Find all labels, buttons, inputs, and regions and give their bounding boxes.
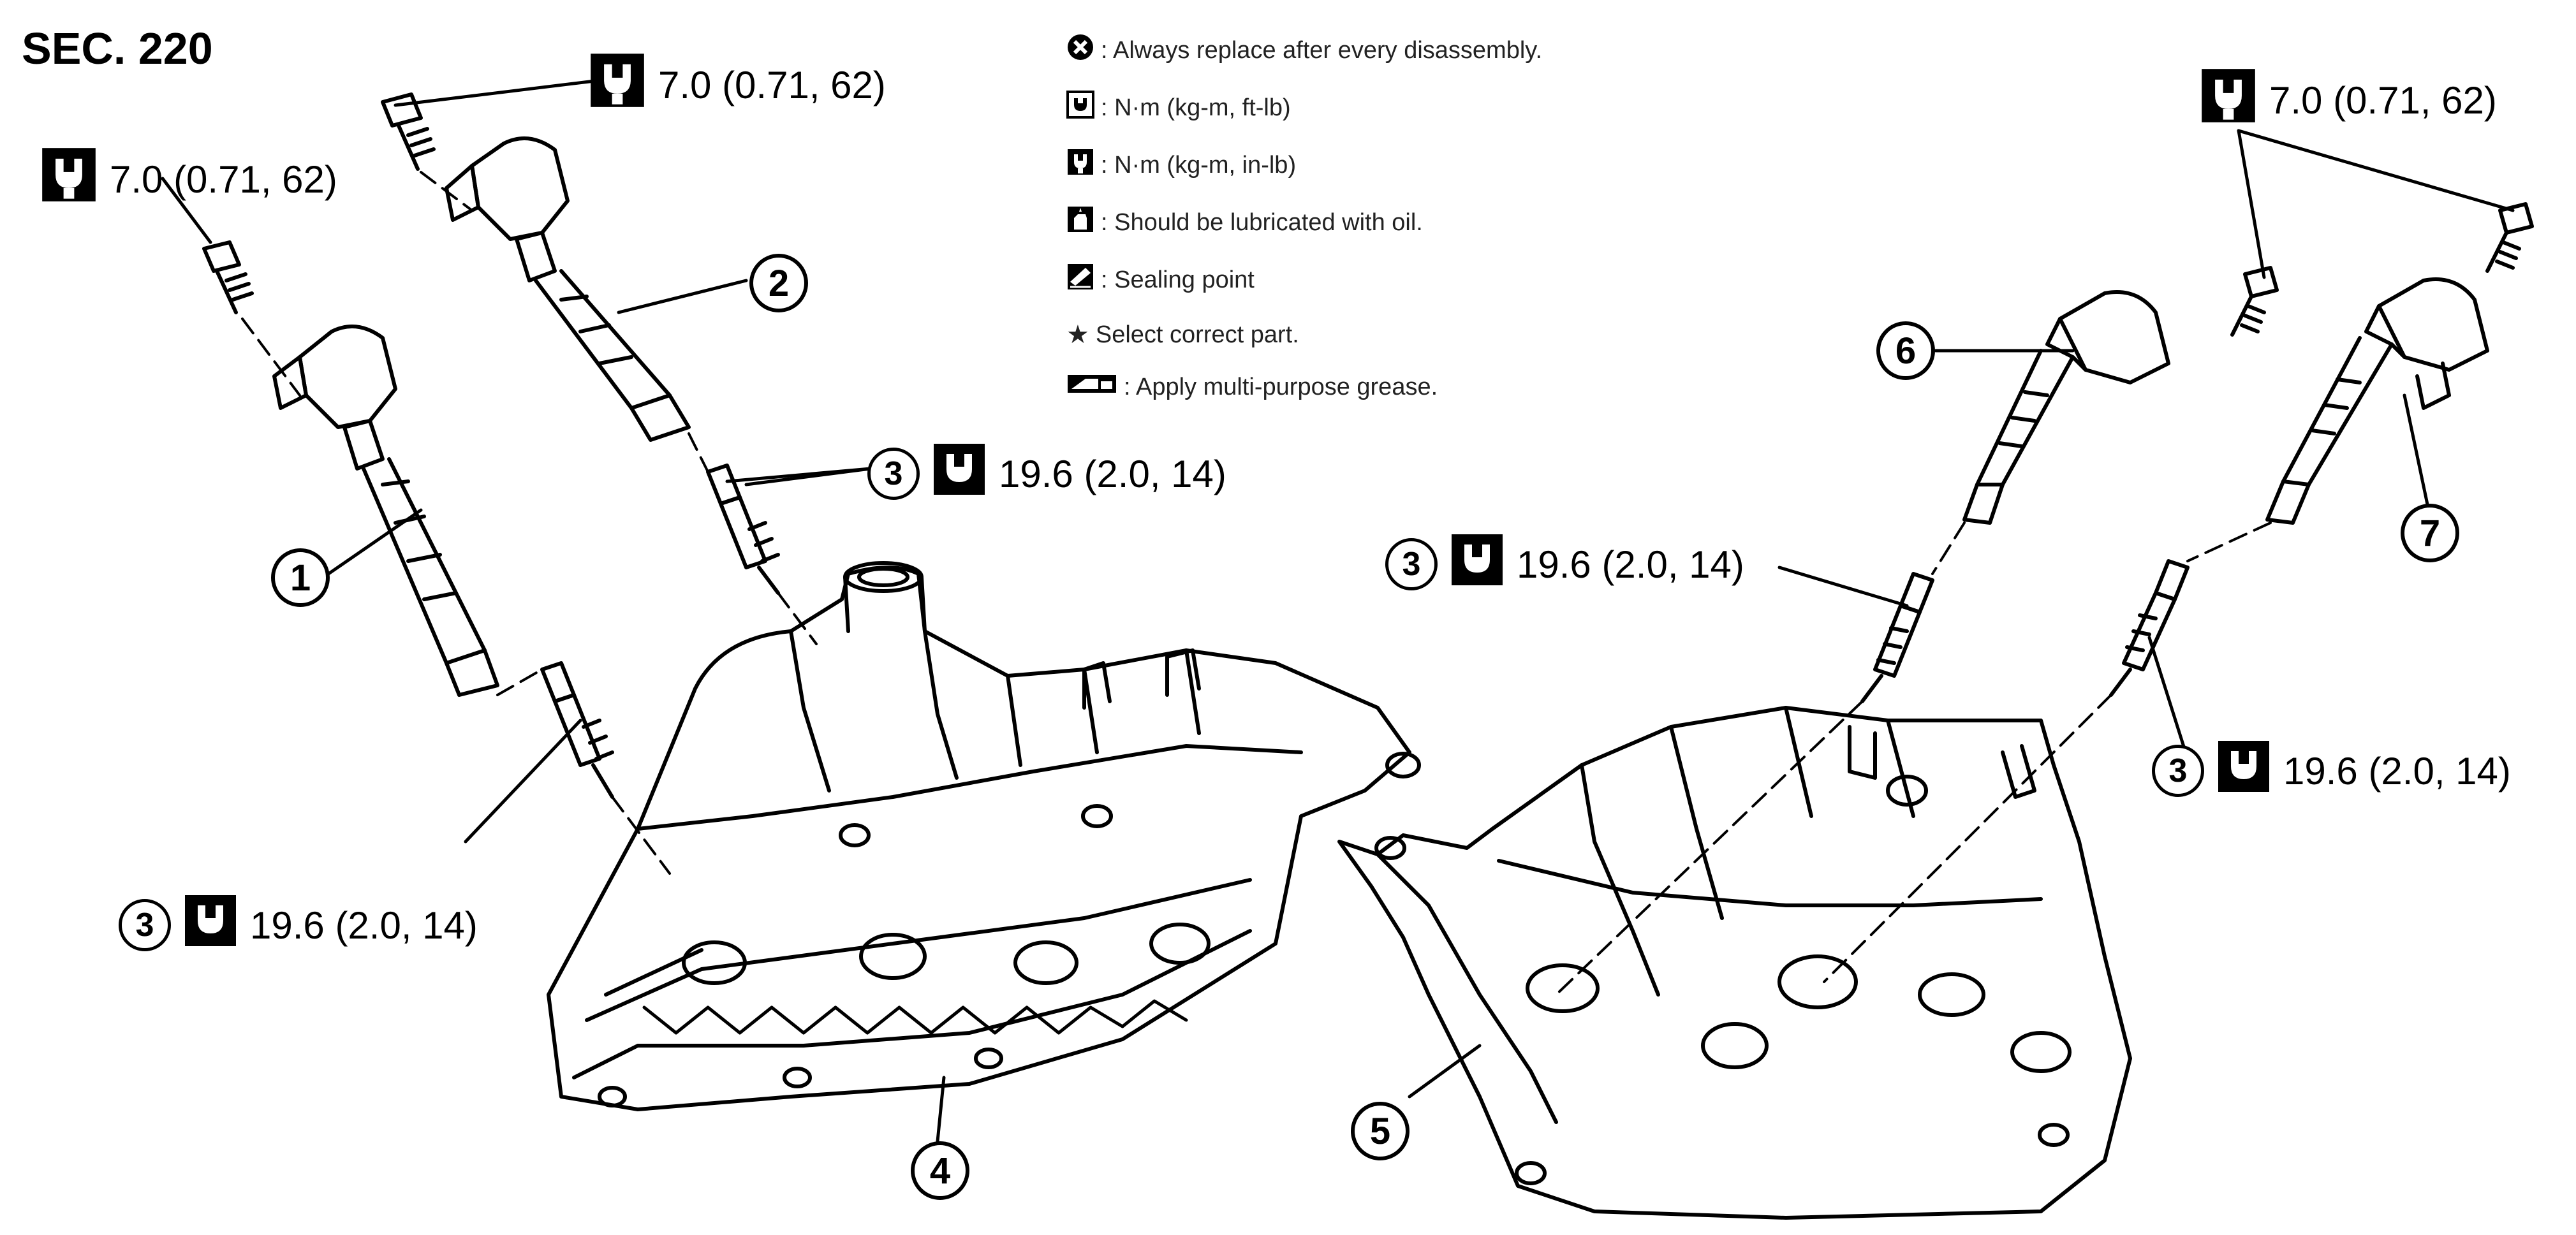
bolt-2 (381, 92, 436, 171)
leader-lines (161, 75, 2515, 1143)
oil-can-icon (1066, 205, 1094, 240)
callout-2: 2 (749, 254, 808, 312)
torque-value: 19.6 (2.0, 14) (2283, 749, 2511, 793)
star-icon: ★ (1066, 321, 1089, 349)
torque-inlb-icon (40, 145, 98, 213)
legend-text: : N·m (kg-m, in-lb) (1101, 151, 1297, 179)
torque-ftlb-icon (931, 441, 987, 506)
legend-text: : Always replace after every disassembly… (1101, 36, 1543, 64)
spark-plug-left-2 (706, 464, 780, 595)
spark-plug-left-1 (540, 661, 614, 799)
legend-item: ★ Select correct part. (1066, 320, 1542, 349)
torque-ftlb-icon (1066, 91, 1094, 125)
replace-x-icon (1066, 33, 1094, 68)
sealing-point-icon (1066, 263, 1094, 297)
legend-item: : Sealing point (1066, 263, 1542, 297)
torque-ftlb-icon (182, 893, 239, 958)
torque-value: 19.6 (2.0, 14) (999, 452, 1226, 495)
torque-value: 19.6 (2.0, 14) (1517, 543, 1744, 586)
torque-spec-plug-right-lower: 3 19.6 (2.0, 14) (2152, 738, 2511, 803)
bolt-1 (202, 240, 254, 314)
spark-plug-right-2 (2109, 559, 2190, 697)
legend-text: : Apply multi-purpose grease. (1124, 373, 1438, 400)
torque-value: 7.0 (0.71, 62) (110, 157, 337, 201)
centerline-left-1 (241, 318, 671, 875)
grease-icon (1066, 372, 1117, 402)
centerline-left-2 (420, 171, 818, 645)
torque-spec-plug-left-upper: 3 19.6 (2.0, 14) (867, 441, 1226, 506)
rocker-cover-left (547, 561, 1421, 1111)
callout-3: 3 (1385, 538, 1438, 590)
section-number: SEC. 220 (22, 24, 213, 73)
torque-inlb-icon (588, 51, 647, 119)
callout-1: 1 (271, 548, 330, 607)
callout-6: 6 (1876, 321, 1935, 380)
legend-text: Select correct part. (1095, 321, 1299, 348)
ignition-coil-7 (2265, 277, 2489, 525)
torque-value: 19.6 (2.0, 14) (250, 903, 478, 947)
callout-7: 7 (2401, 504, 2459, 562)
legend-item: : Always replace after every disassembly… (1066, 33, 1542, 68)
callout-3: 3 (867, 448, 920, 500)
torque-ftlb-icon (1449, 532, 1505, 597)
torque-spec-bolt-2: 7.0 (0.71, 62) (588, 51, 886, 119)
torque-inlb-icon (2199, 66, 2258, 134)
callout-4: 4 (911, 1141, 969, 1200)
legend: : Always replace after every disassembly… (1066, 33, 1542, 402)
bolt-6 (2230, 266, 2279, 337)
callout-3: 3 (2152, 745, 2204, 797)
torque-value: 7.0 (0.71, 62) (2269, 78, 2497, 122)
legend-text: : Sealing point (1101, 266, 1255, 293)
legend-text: : N·m (kg-m, ft-lb) (1101, 94, 1291, 121)
torque-spec-plug-left-lower: 3 19.6 (2.0, 14) (119, 893, 478, 958)
torque-inlb-icon (1066, 148, 1094, 182)
rocker-cover-right (1337, 706, 2132, 1220)
ignition-coil-2 (445, 136, 691, 442)
legend-item: : Should be lubricated with oil. (1066, 205, 1542, 240)
centerline-right-1 (1555, 522, 1966, 996)
ignition-coil-1 (272, 325, 499, 697)
legend-item: : N·m (kg-m, in-lb) (1066, 148, 1542, 182)
centerline-right-2 (1823, 522, 2272, 983)
legend-item: : Apply multi-purpose grease. (1066, 372, 1542, 402)
callout-5: 5 (1351, 1102, 1409, 1160)
torque-spec-plug-right-upper: 3 19.6 (2.0, 14) (1385, 532, 1744, 597)
torque-ftlb-icon (2216, 738, 2272, 803)
callout-3: 3 (119, 899, 171, 951)
torque-spec-bolt-right: 7.0 (0.71, 62) (2199, 66, 2497, 134)
legend-item: : N·m (kg-m, ft-lb) (1066, 91, 1542, 125)
ignition-coil-6 (1962, 290, 2170, 525)
legend-text: : Should be lubricated with oil. (1101, 208, 1423, 236)
bolt-7 (2485, 202, 2534, 273)
torque-spec-bolt-1: 7.0 (0.71, 62) (40, 145, 337, 213)
spark-plug-right-1 (1860, 572, 1934, 703)
torque-value: 7.0 (0.71, 62) (658, 63, 886, 106)
